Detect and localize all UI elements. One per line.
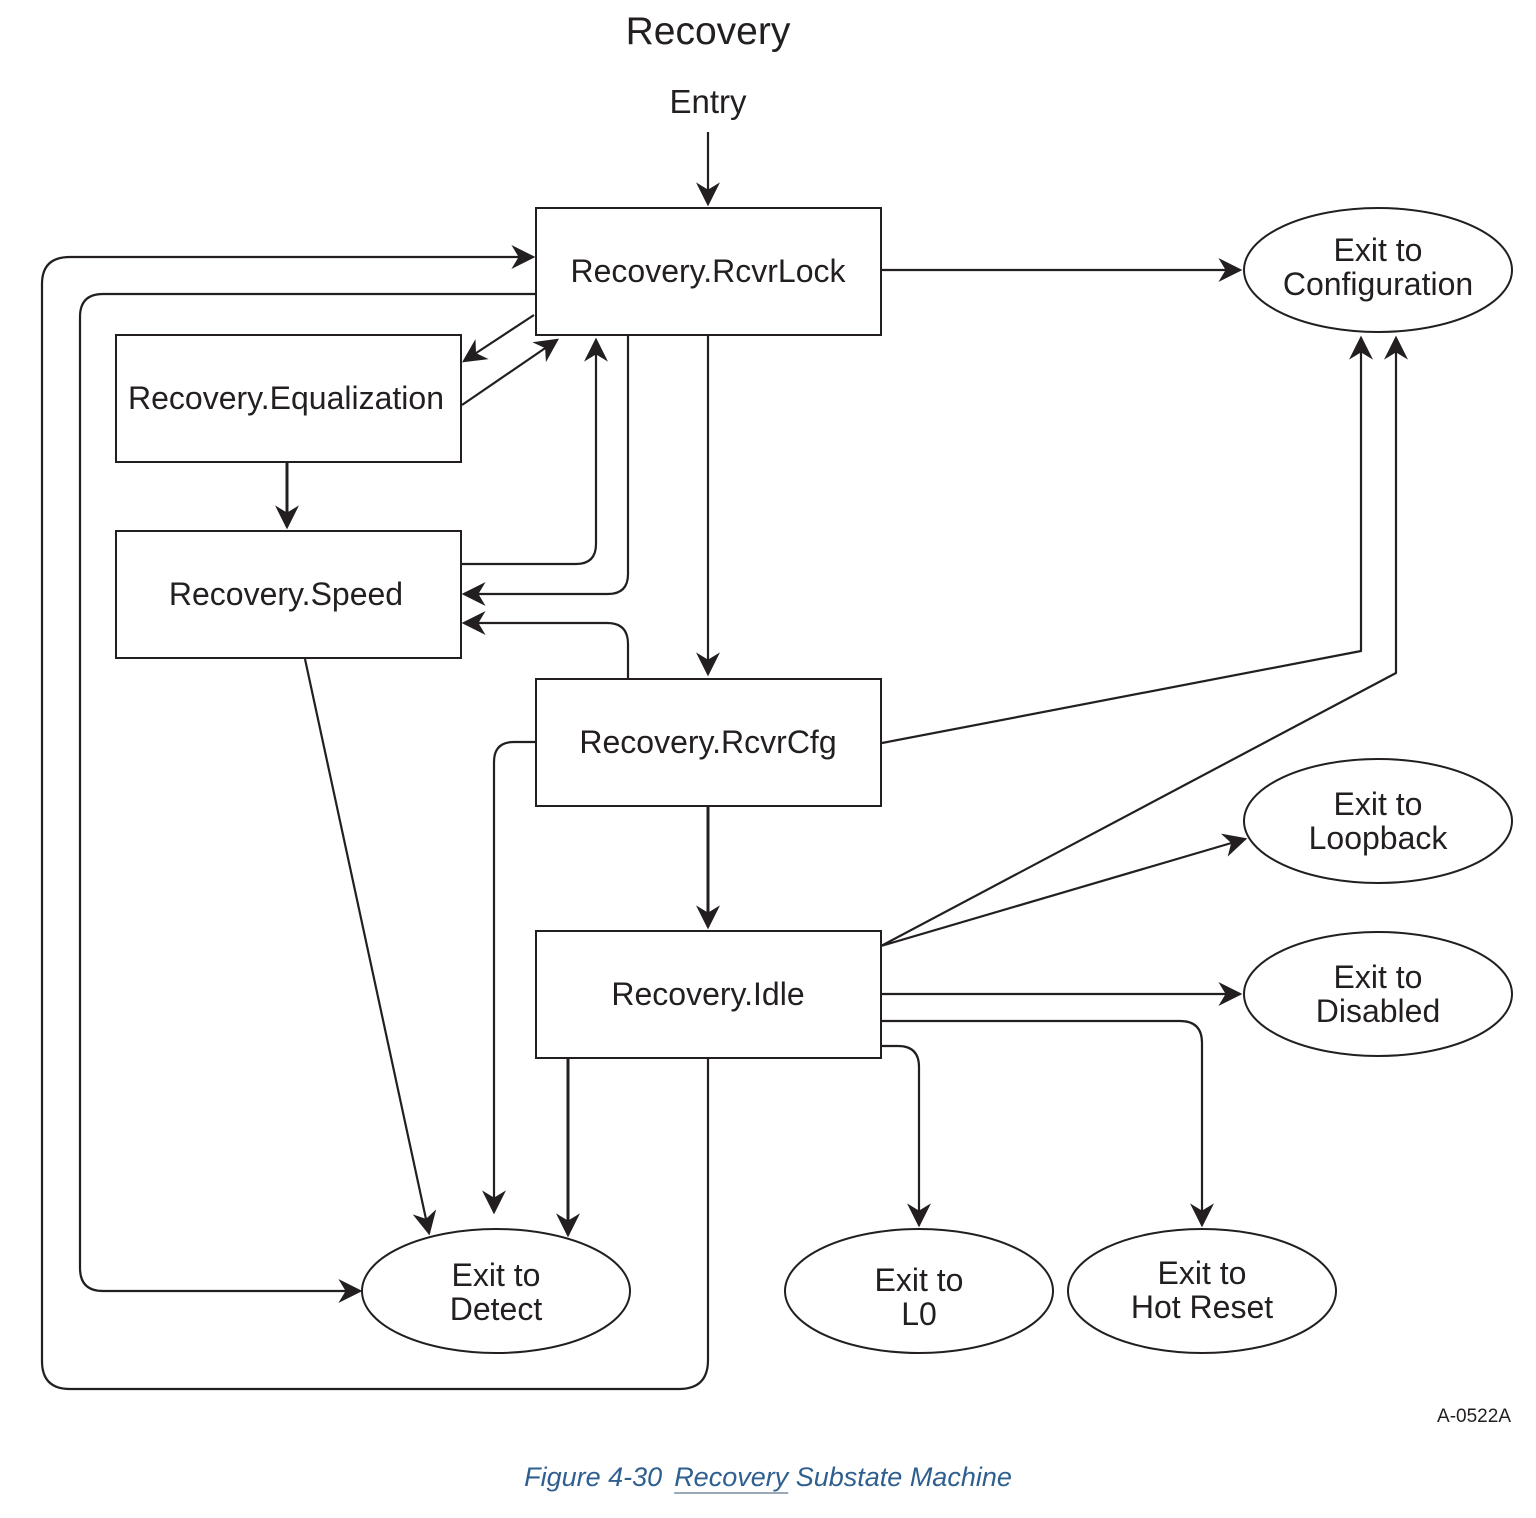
edge-speed-to-detect — [303, 658, 437, 1236]
exit-label-line2: Loopback — [1309, 820, 1449, 856]
exit-configuration: Exit to Configuration — [1243, 207, 1513, 333]
exit-detect: Exit to Detect — [361, 1228, 631, 1354]
state-label: Recovery.RcvrCfg — [579, 724, 836, 760]
edge-rcvrlock-to-detect — [78, 292, 535, 1303]
edge-rcvrlock-to-equalization — [461, 314, 535, 363]
edge-idle-to-rcvrlock — [40, 245, 710, 1391]
exit-label-line2: Detect — [450, 1291, 543, 1327]
recovery-state-diagram: Recovery Entry — [40, 10, 1513, 1427]
edge-rcvrcfg-to-detect — [482, 740, 535, 1215]
edge-rcvrlock-to-speed — [461, 336, 630, 606]
exit-hot-reset: Exit to Hot Reset — [1067, 1228, 1337, 1354]
exit-label-line1: Exit to — [875, 1262, 964, 1298]
exit-l0: Exit to L0 — [784, 1228, 1054, 1354]
edge-rcvrcfg-to-configuration — [881, 335, 1373, 745]
caption-title-rest: Substate Machine — [788, 1462, 1012, 1492]
edge-idle-to-hot-reset — [881, 1019, 1214, 1228]
exit-label-line1: Exit to — [1334, 959, 1423, 995]
state-label: Recovery.RcvrLock — [570, 253, 846, 289]
exit-label-line2: L0 — [901, 1296, 937, 1332]
exit-label-line1: Exit to — [1334, 786, 1423, 822]
diagram-title: Recovery — [626, 10, 791, 53]
edge-idle-to-configuration — [880, 335, 1408, 947]
state-label: Recovery.Equalization — [128, 380, 444, 416]
state-recovery-rcvrlock: Recovery.RcvrLock — [535, 207, 882, 336]
state-label: Recovery.Idle — [611, 976, 804, 1012]
figure-caption: Figure 4-30 Recovery Substate Machine — [0, 1462, 1536, 1493]
exit-label-line1: Exit to — [1334, 232, 1423, 268]
edge-equalization-to-rcvrlock — [461, 338, 559, 406]
exit-disabled: Exit to Disabled — [1243, 931, 1513, 1057]
entry-label: Entry — [669, 83, 747, 120]
exit-label-line1: Exit to — [1158, 1255, 1247, 1291]
transitions — [40, 132, 1408, 1391]
state-label: Recovery.Speed — [169, 576, 403, 612]
edge-idle-to-l0 — [881, 1044, 931, 1228]
exit-label-line2: Disabled — [1316, 993, 1441, 1029]
exit-label-line1: Exit to — [452, 1257, 541, 1293]
state-recovery-rcvrcfg: Recovery.RcvrCfg — [535, 678, 882, 807]
state-recovery-idle: Recovery.Idle — [535, 930, 882, 1059]
figure-id: A-0522A — [1437, 1406, 1511, 1427]
figure-number: Figure 4-30 — [524, 1462, 663, 1492]
state-recovery-speed: Recovery.Speed — [115, 530, 462, 659]
edge-speed-to-rcvrlock — [462, 337, 608, 566]
edge-rcvrcfg-to-speed — [461, 611, 630, 679]
exit-loopback: Exit to Loopback — [1243, 758, 1513, 884]
exit-label-line2: Hot Reset — [1131, 1289, 1273, 1325]
edge-idle-to-loopback — [880, 833, 1248, 948]
exit-label-line2: Configuration — [1283, 266, 1473, 302]
caption-title-link[interactable]: Recovery — [674, 1462, 789, 1492]
state-recovery-equalization: Recovery.Equalization — [115, 334, 462, 463]
